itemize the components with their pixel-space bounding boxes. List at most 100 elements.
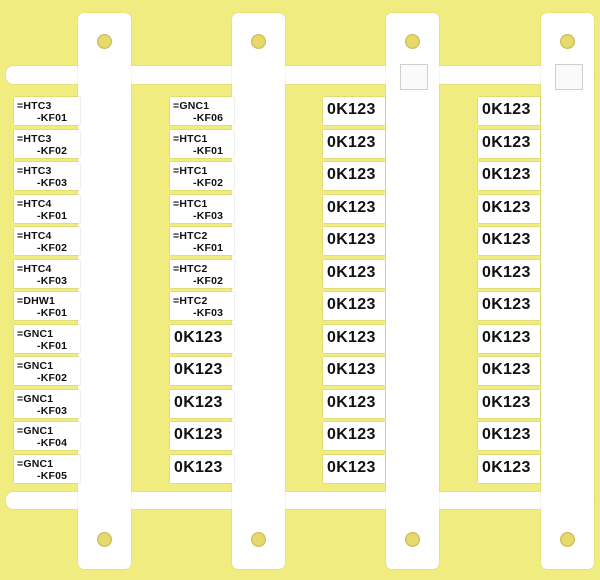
marker-tag: 0K123 <box>478 259 540 288</box>
marker-line-1: =HTC3 <box>17 132 52 145</box>
marker-tag: =GNC1-KF03 <box>14 389 80 418</box>
marker-tag: =HTC1-KF01 <box>170 129 234 158</box>
marker-tag: =GNC1-KF05 <box>14 454 80 483</box>
marker-tag: 0K123 <box>323 422 385 450</box>
marker-line-2: -KF06 <box>193 112 224 124</box>
marker-tag: 0K123 <box>323 357 385 385</box>
marker-line-1: =HTC4 <box>17 197 52 210</box>
marker-code: 0K123 <box>482 426 531 443</box>
marker-code: 0K123 <box>482 101 531 118</box>
marker-tag: 0K123 <box>478 292 540 320</box>
marker-tag: =HTC1-KF03 <box>170 194 234 223</box>
marker-tag: 0K123 <box>323 194 385 223</box>
marker-line-2: -KF01 <box>37 307 68 319</box>
marker-tag: 0K123 <box>478 227 540 255</box>
marker-code: 0K123 <box>174 361 223 378</box>
marker-tag: =GNC1-KF06 <box>170 97 234 125</box>
carrier-post-4 <box>541 13 594 569</box>
marker-line-2: -KF03 <box>193 209 224 222</box>
marker-code: 0K123 <box>327 361 376 378</box>
carrier-post-3 <box>386 13 439 569</box>
marker-tag: 0K123 <box>323 259 385 288</box>
carrier-post-1 <box>78 13 131 569</box>
marker-line-1: =HTC2 <box>173 230 208 242</box>
marker-line-2: -KF02 <box>37 242 68 254</box>
marker-line-1: =HTC2 <box>173 262 208 275</box>
rail-notch <box>400 64 428 90</box>
marker-line-1: =HTC1 <box>173 197 208 210</box>
marker-code: 0K123 <box>327 296 376 313</box>
mounting-hole-icon <box>251 34 266 49</box>
marker-code: 0K123 <box>482 296 531 313</box>
marker-tag: 0K123 <box>323 162 385 190</box>
marker-code: 0K123 <box>482 166 531 183</box>
marker-line-1: =HTC3 <box>17 100 52 112</box>
marker-line-1: =GNC1 <box>173 100 210 112</box>
marker-line-1: =HTC3 <box>17 165 52 177</box>
marker-tag: 0K123 <box>478 194 540 223</box>
marker-code: 0K123 <box>327 231 376 248</box>
marker-tag: 0K123 <box>478 97 540 125</box>
mounting-hole-icon <box>405 532 420 547</box>
marker-line-1: =HTC1 <box>173 132 208 145</box>
marker-tag: =HTC2-KF02 <box>170 259 234 288</box>
top-rail <box>6 66 594 84</box>
marker-line-2: -KF03 <box>37 404 68 417</box>
mounting-hole-icon <box>560 34 575 49</box>
rail-notch <box>555 64 583 90</box>
marker-tag: =HTC2-KF01 <box>170 227 234 255</box>
marker-code: 0K123 <box>482 328 531 346</box>
marker-code: 0K123 <box>482 458 531 476</box>
marker-line-2: -KF02 <box>37 144 68 157</box>
marker-line-1: =GNC1 <box>17 457 54 470</box>
marker-code: 0K123 <box>327 458 376 476</box>
marker-line-2: -KF01 <box>37 209 68 222</box>
marker-line-2: -KF01 <box>37 339 68 352</box>
mounting-hole-icon <box>251 532 266 547</box>
marker-code: 0K123 <box>327 393 376 411</box>
bottom-rail <box>6 492 594 509</box>
marker-tag: =HTC3-KF01 <box>14 97 80 125</box>
marker-tag: 0K123 <box>478 357 540 385</box>
marker-line-2: -KF02 <box>193 177 224 189</box>
marker-code: 0K123 <box>327 426 376 443</box>
marker-tag: =HTC4-KF03 <box>14 259 80 288</box>
marker-line-2: -KF01 <box>37 112 68 124</box>
marker-line-1: =HTC1 <box>173 165 208 177</box>
mounting-hole-icon <box>560 532 575 547</box>
marker-tag: 0K123 <box>478 422 540 450</box>
marker-tag: 0K123 <box>478 129 540 158</box>
marker-code: 0K123 <box>327 198 376 216</box>
marker-tag: 0K123 <box>323 97 385 125</box>
marker-tag: =DHW1-KF01 <box>14 292 80 320</box>
marker-code: 0K123 <box>482 263 531 281</box>
marker-tag: 0K123 <box>170 389 234 418</box>
marker-tag: =HTC4-KF02 <box>14 227 80 255</box>
marker-line-1: =GNC1 <box>17 360 54 372</box>
marker-code: 0K123 <box>327 328 376 346</box>
marker-line-1: =HTC4 <box>17 230 52 242</box>
marker-code: 0K123 <box>482 198 531 216</box>
marker-code: 0K123 <box>327 133 376 151</box>
marker-tag: 0K123 <box>323 389 385 418</box>
marker-tag: 0K123 <box>170 454 234 483</box>
marker-tag: 0K123 <box>323 454 385 483</box>
marker-tag: 0K123 <box>478 389 540 418</box>
mounting-hole-icon <box>97 532 112 547</box>
marker-line-1: =GNC1 <box>17 327 54 340</box>
marker-tag: =GNC1-KF01 <box>14 324 80 353</box>
marker-tag: =GNC1-KF02 <box>14 357 80 385</box>
marker-tag: =HTC3-KF03 <box>14 162 80 190</box>
marker-tag: 0K123 <box>323 227 385 255</box>
marker-code: 0K123 <box>327 263 376 281</box>
marker-tag: =HTC4-KF01 <box>14 194 80 223</box>
marker-line-2: -KF03 <box>193 307 224 319</box>
marker-tag: 0K123 <box>170 357 234 385</box>
marker-line-2: -KF02 <box>37 372 68 384</box>
marker-tag: 0K123 <box>170 324 234 353</box>
marker-code: 0K123 <box>174 458 223 476</box>
marker-line-2: -KF03 <box>37 274 68 287</box>
marker-tag: 0K123 <box>478 324 540 353</box>
marker-tag: 0K123 <box>323 129 385 158</box>
